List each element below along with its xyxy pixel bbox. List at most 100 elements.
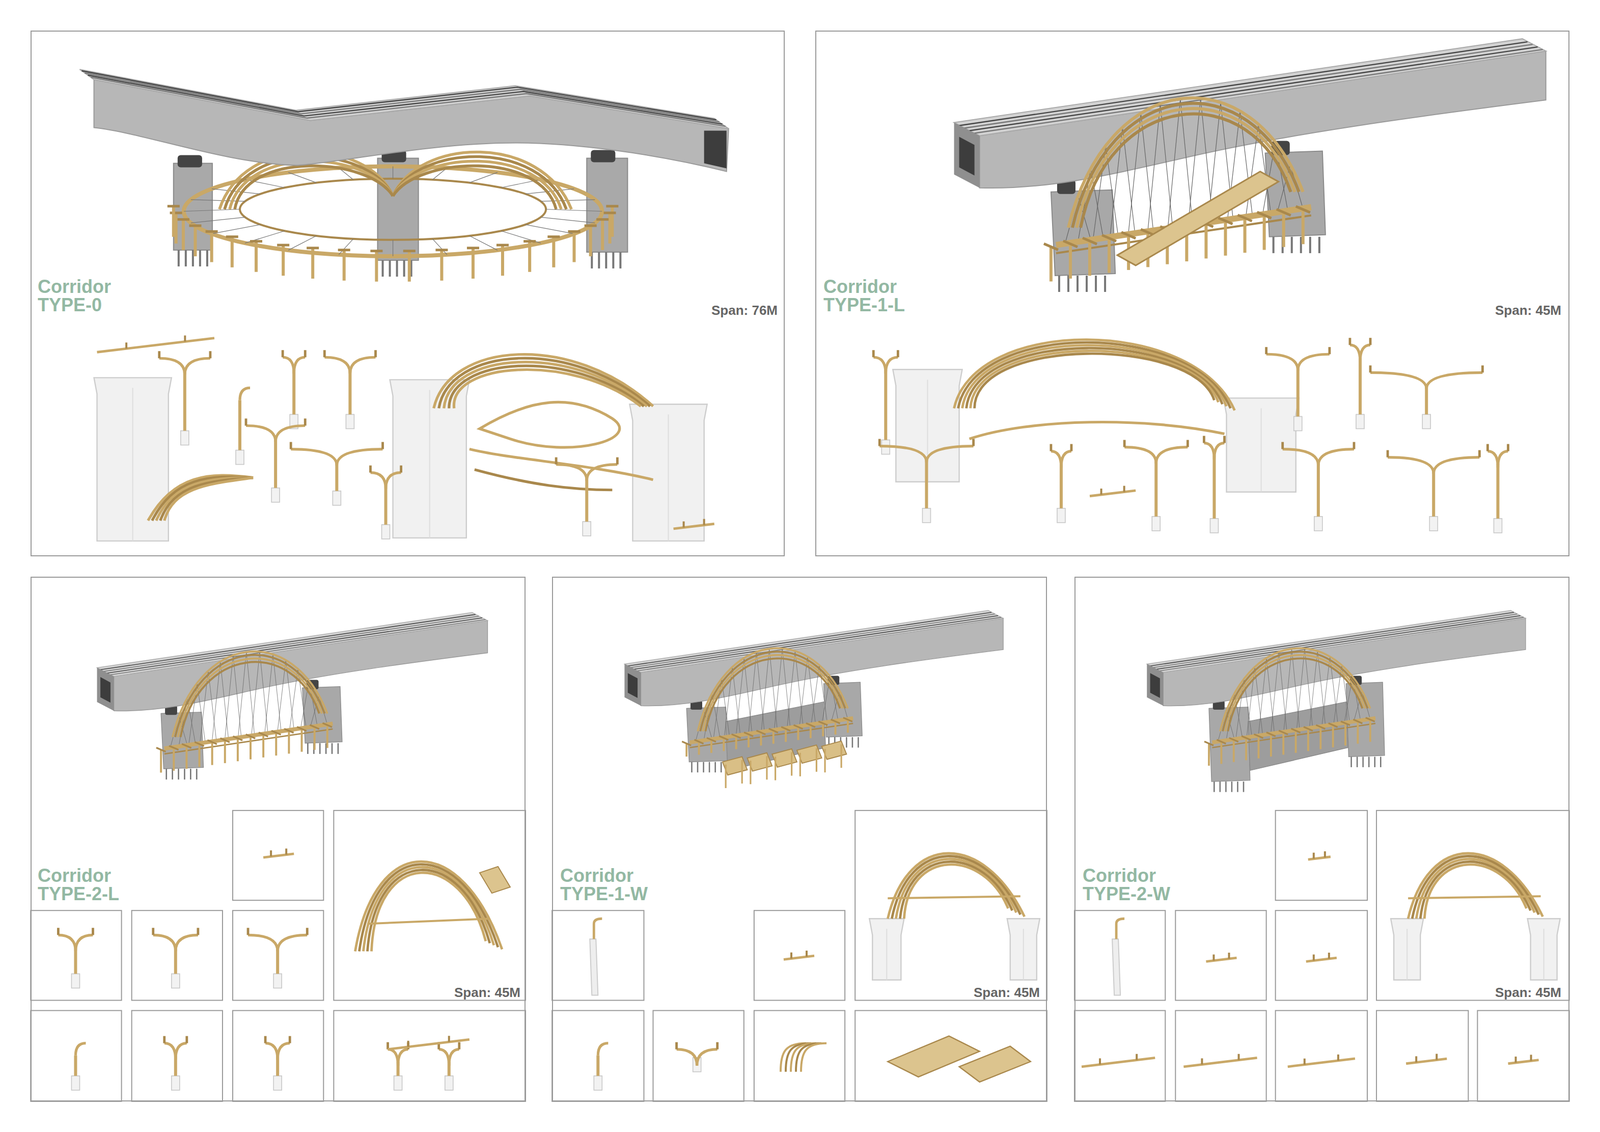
support-arm — [385, 472, 402, 489]
support-tip — [306, 927, 309, 935]
support-tip — [374, 349, 377, 357]
beam-part — [1508, 1059, 1539, 1064]
pile — [1225, 781, 1227, 792]
crossbar — [205, 230, 218, 233]
arch-rib — [970, 350, 1219, 409]
pier-edge — [1406, 928, 1408, 980]
arch-rib — [438, 357, 651, 408]
span-label: Span: 45M — [1495, 302, 1562, 318]
support-arm — [676, 1049, 698, 1066]
support-tip — [244, 418, 248, 426]
pier-edge — [1260, 407, 1262, 492]
support-stem — [1424, 384, 1428, 415]
pile — [183, 768, 186, 780]
rail — [81, 70, 716, 120]
beam-tick — [1312, 954, 1315, 961]
crossbar — [768, 728, 779, 733]
radial — [432, 238, 448, 255]
stair-post — [725, 764, 727, 788]
arch-rib — [393, 160, 562, 209]
beam-void — [627, 672, 638, 698]
hanger — [1188, 98, 1201, 223]
panel: Corridor TYPE-0Span: 76M — [30, 30, 785, 557]
pile — [319, 742, 321, 754]
pile — [331, 742, 334, 754]
pile — [1272, 236, 1275, 254]
hanger — [1160, 103, 1173, 227]
arch-rib — [1076, 108, 1295, 228]
pile — [1219, 781, 1222, 792]
support-stem — [1316, 461, 1320, 517]
column — [1282, 212, 1286, 247]
support-tip — [872, 349, 875, 357]
crossbar — [194, 741, 205, 746]
support-stem — [183, 370, 187, 431]
arch-rib — [899, 861, 1012, 919]
support-arm — [277, 1042, 290, 1060]
column — [326, 724, 329, 748]
hanger — [233, 654, 242, 736]
component-frame — [232, 810, 324, 900]
pier-base — [1209, 518, 1219, 533]
beam-tick — [805, 950, 808, 957]
column — [501, 244, 505, 276]
support-stem — [335, 461, 339, 491]
radial — [288, 172, 317, 183]
crossbar — [167, 204, 180, 208]
arch-rib — [444, 362, 648, 409]
beam-tick — [682, 520, 685, 528]
support-arm — [586, 464, 618, 481]
crossbar — [743, 732, 754, 737]
arch-rib — [962, 345, 1227, 409]
beam-part — [1183, 1057, 1257, 1066]
column — [287, 730, 290, 754]
support-tip — [209, 350, 212, 358]
pier-edge — [668, 414, 670, 541]
rail — [969, 46, 1538, 131]
pier — [586, 158, 628, 253]
arch-rib — [152, 476, 254, 521]
component-frame — [131, 909, 223, 1000]
beam-tick — [1237, 1053, 1240, 1060]
radial — [540, 216, 595, 223]
support-arm — [175, 934, 199, 951]
support-arm — [556, 464, 587, 481]
beam-tick — [1303, 1058, 1306, 1065]
column — [230, 236, 234, 268]
arch-rib — [1227, 657, 1363, 731]
column — [809, 724, 812, 738]
column — [262, 734, 265, 758]
rail — [1160, 617, 1524, 671]
column — [747, 733, 750, 748]
column — [528, 241, 532, 272]
radial — [525, 224, 574, 234]
beam-part — [97, 338, 215, 353]
pile — [1356, 756, 1359, 767]
support-tip — [151, 927, 155, 935]
beam-tick — [1312, 852, 1315, 859]
support-tip — [91, 927, 95, 935]
beam-part — [1405, 1058, 1447, 1064]
pier-base — [922, 508, 931, 523]
hanger — [756, 651, 765, 731]
crossbar — [207, 739, 217, 744]
pier-base — [1057, 508, 1066, 523]
panel: Corridor TYPE-1-LSpan: 45M — [815, 30, 1570, 557]
bridge — [1146, 610, 1526, 792]
crossbar — [435, 248, 448, 252]
bridge — [954, 38, 1547, 292]
pier-base — [1356, 414, 1365, 429]
pier-base — [1151, 516, 1161, 531]
pier-base — [445, 1075, 454, 1090]
arch-rib — [974, 353, 1215, 408]
arch-rib — [705, 657, 840, 731]
beam-tick — [703, 518, 706, 526]
arch-rib — [393, 165, 557, 209]
support-tip — [1486, 444, 1489, 452]
column — [1223, 221, 1227, 256]
column — [300, 728, 303, 752]
component-frame — [1074, 909, 1166, 1000]
support-arm — [282, 356, 294, 374]
column — [552, 236, 556, 268]
pile — [396, 260, 399, 277]
